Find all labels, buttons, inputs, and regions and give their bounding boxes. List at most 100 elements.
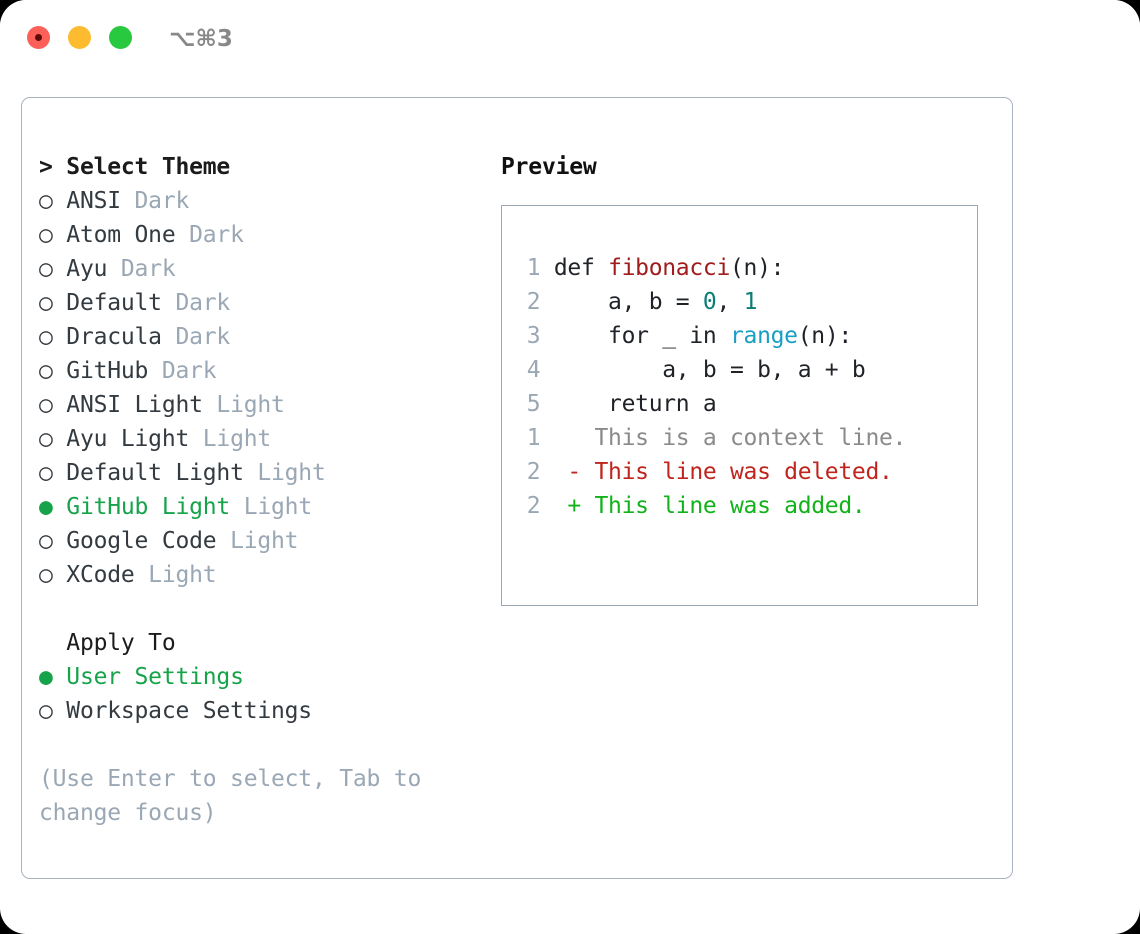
diff-marker: + <box>540 493 595 519</box>
radio-unselected-icon: ○ <box>39 426 67 452</box>
theme-option[interactable]: ● GitHub Light Light <box>39 490 489 524</box>
radio-unselected-icon: ○ <box>39 222 67 248</box>
gutter-space <box>540 391 554 417</box>
theme-option[interactable]: ○ Default Light Light <box>39 456 489 490</box>
code-token: 0 <box>702 289 717 315</box>
theme-option[interactable]: ○ Dracula Dark <box>39 320 489 354</box>
minimize-button[interactable] <box>68 26 91 49</box>
gutter-space <box>540 255 554 281</box>
code-token: a, b = <box>553 289 703 315</box>
title-bar: ⌥⌘3 <box>0 0 1140 78</box>
theme-option[interactable]: ○ XCode Light <box>39 558 489 592</box>
diff-sample: 1 This is a context line.2 - This line w… <box>515 421 907 523</box>
apply-to-option[interactable]: ● User Settings <box>39 660 489 694</box>
preview-column: Preview 1 def fibonacci(n):2 a, b = 0, 1… <box>501 150 1001 606</box>
code-line: 3 for _ in range(n): <box>515 319 865 353</box>
theme-option[interactable]: ○ Ayu Dark <box>39 252 489 286</box>
code-token: range <box>729 323 798 349</box>
code-token: , <box>716 289 744 315</box>
theme-option-variant: Dark <box>161 290 231 316</box>
theme-option-variant: Dark <box>148 358 217 384</box>
radio-unselected-icon: ○ <box>39 562 67 588</box>
theme-option-variant: Light <box>243 460 326 486</box>
close-button[interactable] <box>27 26 50 49</box>
gutter-space <box>540 323 554 349</box>
code-token: 1 <box>743 289 758 315</box>
theme-option-label: Ayu Light <box>66 426 190 452</box>
diff-line-number: 2 <box>526 459 541 485</box>
code-token: (n): <box>797 323 853 349</box>
code-line: 5 return a <box>515 387 865 421</box>
theme-option-variant: Dark <box>120 188 190 214</box>
zoom-button[interactable] <box>109 26 132 49</box>
radio-unselected-icon: ○ <box>39 256 67 282</box>
theme-option-variant: Dark <box>161 324 231 350</box>
theme-option[interactable]: ○ GitHub Dark <box>39 354 489 388</box>
code-token: fibonacci <box>608 255 730 281</box>
theme-list[interactable]: ○ ANSI Dark○ Atom One Dark○ Ayu Dark○ De… <box>39 184 489 592</box>
radio-unselected-icon: ○ <box>39 324 67 350</box>
theme-option-variant: Light <box>189 426 272 452</box>
theme-option-label: Dracula <box>66 324 162 350</box>
apply-to-option[interactable]: ○ Workspace Settings <box>39 694 489 728</box>
theme-option-label: ANSI <box>66 188 121 214</box>
theme-option-label: Google Code <box>66 528 217 554</box>
code-line: 2 a, b = 0, 1 <box>515 285 865 319</box>
apply-to-option-label: Workspace Settings <box>66 698 312 724</box>
theme-option[interactable]: ○ Atom One Dark <box>39 218 489 252</box>
diff-line: 2 - This line was deleted. <box>515 455 906 489</box>
diff-line: 1 This is a context line. <box>515 421 907 455</box>
diff-text: This line was deleted. <box>594 459 893 485</box>
code-token: (n): <box>730 255 785 281</box>
theme-option-variant: Dark <box>107 256 176 282</box>
line-number: 4 <box>526 357 541 383</box>
theme-option-variant: Light <box>230 494 312 520</box>
radio-unselected-icon: ○ <box>39 698 67 724</box>
theme-option[interactable]: ○ ANSI Light Light <box>39 388 489 422</box>
theme-option-label: XCode <box>66 562 135 588</box>
theme-option[interactable]: ○ Default Dark <box>39 286 489 320</box>
theme-option[interactable]: ○ Ayu Light Light <box>39 422 489 456</box>
theme-option[interactable]: ○ Google Code Light <box>39 524 489 558</box>
theme-option-label: Ayu <box>66 256 108 282</box>
theme-option-label: GitHub <box>66 358 149 384</box>
code-token: def <box>553 255 609 281</box>
gutter-space <box>540 289 554 315</box>
keyboard-hint: (Use Enter to select, Tab to change focu… <box>39 766 422 826</box>
code-token: for _ in <box>553 323 730 349</box>
theme-option[interactable]: ○ ANSI Dark <box>39 184 489 218</box>
diff-line: 2 + This line was added. <box>515 489 906 523</box>
theme-option-label: Atom One <box>66 222 176 248</box>
traffic-lights <box>27 26 132 49</box>
diff-text: This line was added. <box>594 493 866 519</box>
line-number: 1 <box>526 255 541 281</box>
theme-option-label: Default Light <box>66 460 244 486</box>
line-number: 5 <box>526 391 541 417</box>
code-token: a, b = b, a + b <box>553 357 866 383</box>
keyboard-shortcut-label: ⌥⌘3 <box>169 26 233 52</box>
radio-selected-icon: ● <box>39 494 67 520</box>
main-panel: > Select Theme ○ ANSI Dark○ Atom One Dar… <box>21 97 1013 879</box>
diff-marker: - <box>540 459 595 485</box>
preview-title: Preview <box>501 154 597 180</box>
diff-line-number: 1 <box>526 425 541 451</box>
line-number: 2 <box>526 289 541 315</box>
theme-option-variant: Light <box>202 392 285 418</box>
select-theme-header: > Select Theme <box>39 154 231 180</box>
theme-option-variant: Light <box>134 562 217 588</box>
radio-unselected-icon: ○ <box>39 460 67 486</box>
theme-option-variant: Light <box>216 528 299 554</box>
code-token: return a <box>553 391 717 417</box>
theme-option-label: ANSI Light <box>66 392 203 418</box>
code-line: 4 a, b = b, a + b <box>515 353 866 387</box>
radio-unselected-icon: ○ <box>39 188 67 214</box>
apply-to-list[interactable]: ● User Settings○ Workspace Settings <box>39 660 489 728</box>
apply-to-header: Apply To <box>39 630 176 656</box>
theme-selector-column: > Select Theme ○ ANSI Dark○ Atom One Dar… <box>39 150 489 830</box>
gutter-space <box>540 357 554 383</box>
diff-text: This is a context line. <box>594 425 907 451</box>
radio-unselected-icon: ○ <box>39 358 67 384</box>
line-number: 3 <box>526 323 541 349</box>
